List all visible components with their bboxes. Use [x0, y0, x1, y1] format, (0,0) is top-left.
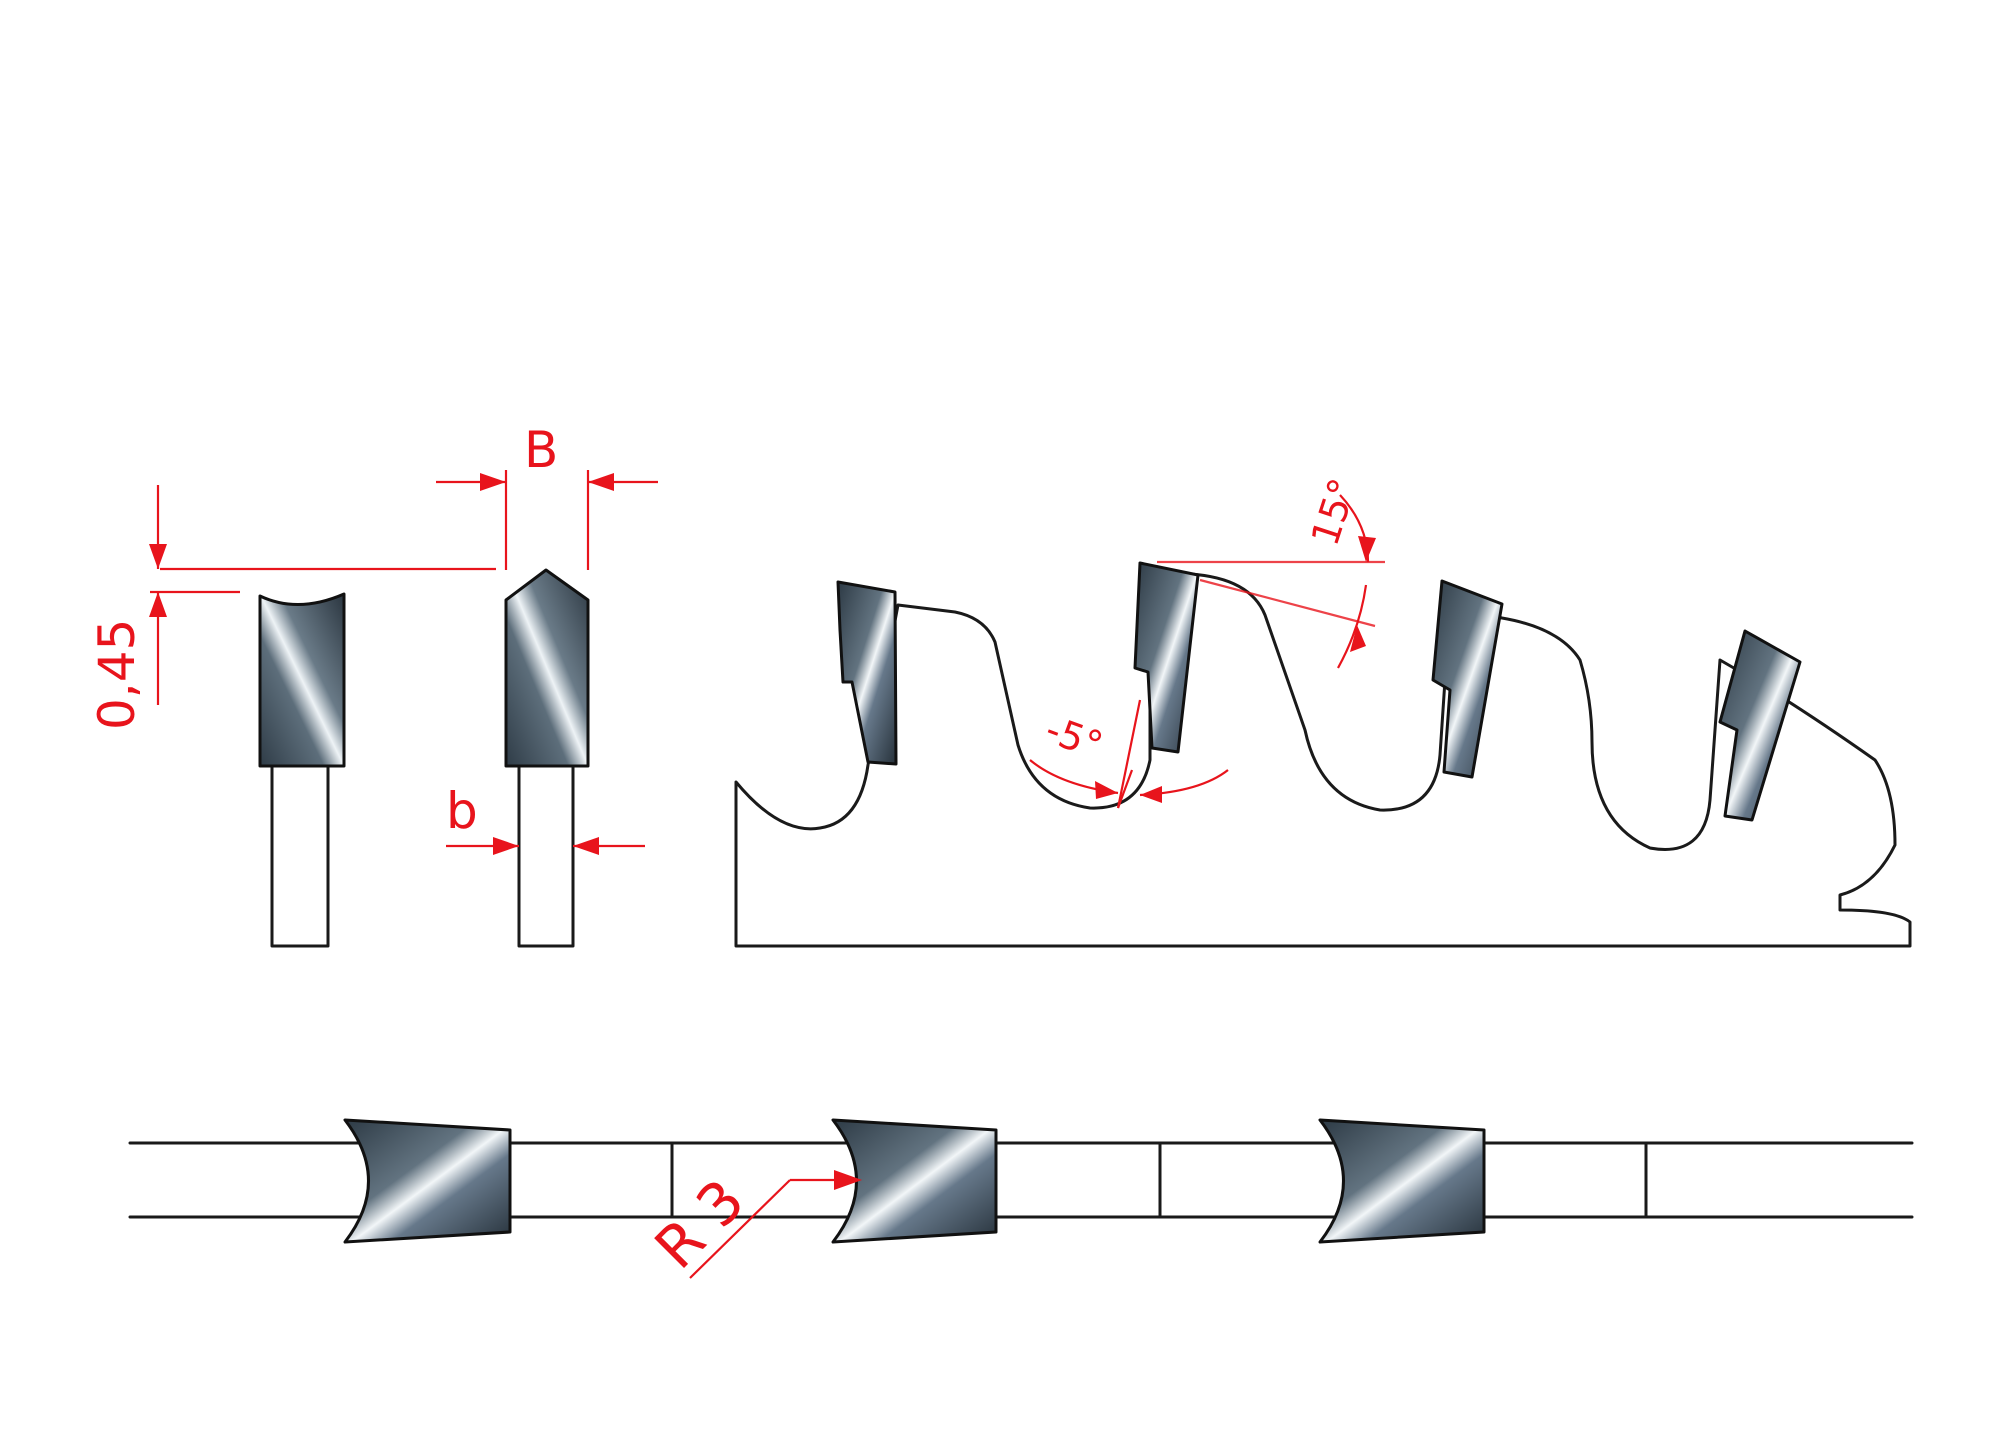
carbide-tooth-4: [1718, 629, 1802, 822]
pointed-tooth-tip: [504, 568, 590, 768]
thickness-dimension: 0,45: [88, 485, 496, 730]
kerf-width-label: B: [524, 421, 558, 479]
blade-side-profile: [734, 561, 1912, 948]
top-view-tooth-2: [831, 1118, 998, 1244]
body-width-label: b: [446, 782, 478, 840]
kerf-width-dimension: B: [436, 421, 658, 570]
carbide-tooth-2: [1133, 561, 1200, 754]
blade-top-view: [128, 1118, 1914, 1244]
body-width-dimension: b: [446, 782, 645, 855]
hollow-tooth-tip: [258, 592, 346, 768]
pointed-tooth-shank: [517, 764, 575, 948]
carbide-tooth-3: [1431, 579, 1504, 779]
carbide-tooth-1: [836, 580, 898, 766]
hollow-tooth-section: [258, 592, 346, 948]
radius-dimension: R 3: [642, 1166, 862, 1282]
thickness-label: 0,45: [88, 619, 146, 730]
top-angle-label: 15°: [1303, 473, 1366, 551]
negative-angle-label: -5°: [1040, 707, 1109, 768]
negative-angle-dimension: -5°: [1029, 699, 1229, 809]
top-view-tooth-3: [1318, 1118, 1486, 1244]
hollow-tooth-shank: [270, 764, 330, 948]
top-view-tooth-1: [343, 1118, 512, 1244]
radius-label: R 3: [642, 1166, 758, 1282]
pointed-tooth-section: [504, 568, 590, 948]
